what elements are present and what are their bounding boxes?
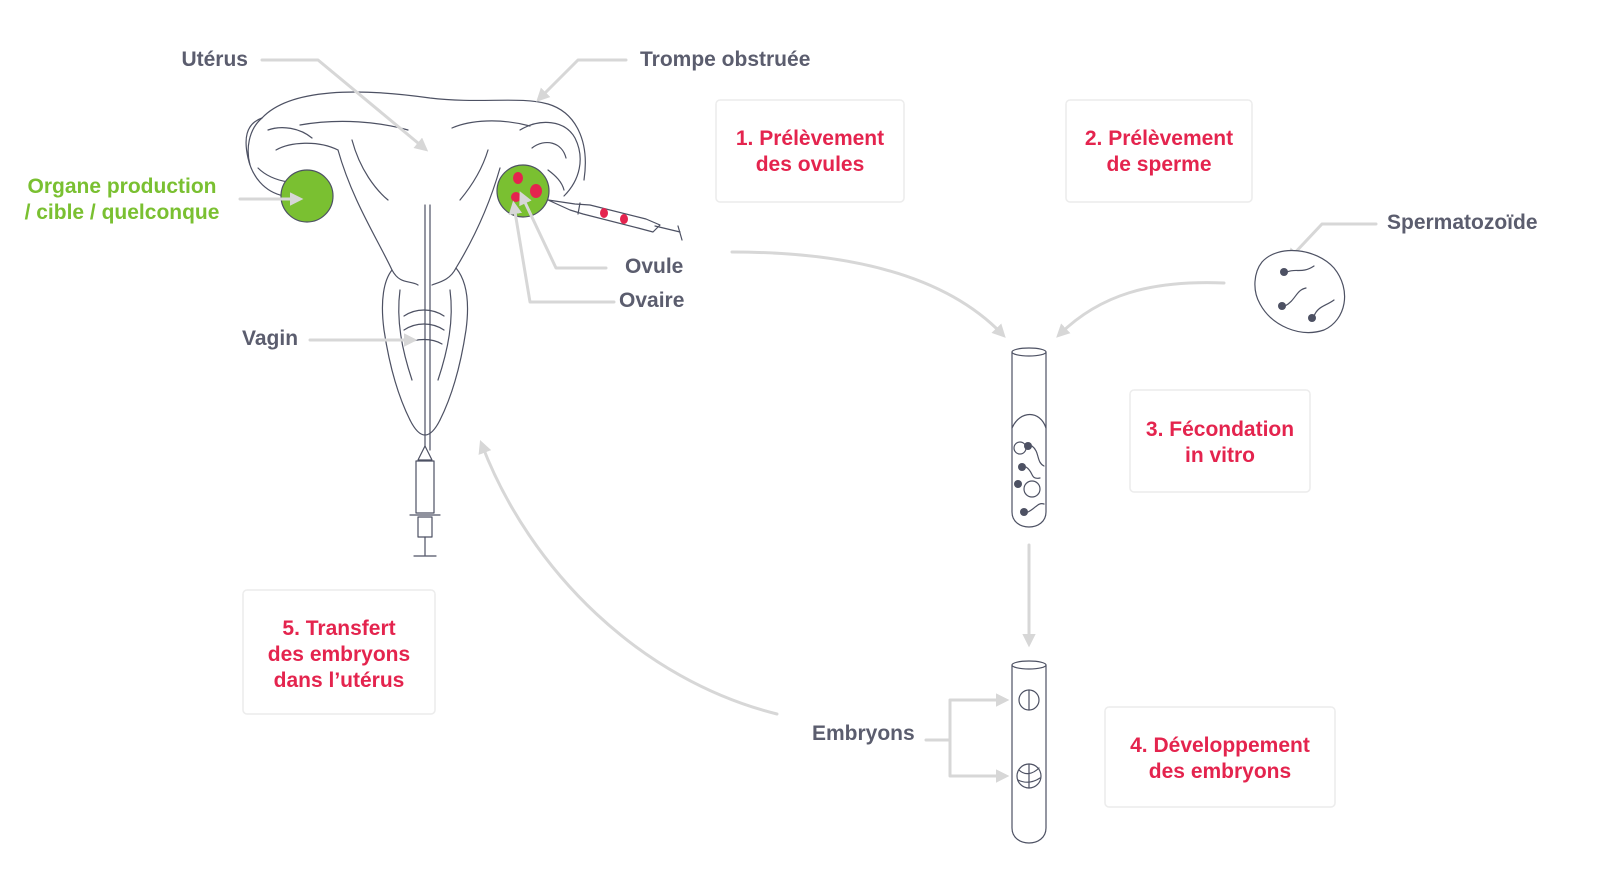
step-5-line1: 5. Transfert — [282, 617, 395, 640]
label-blocked-tube: Trompe obstruée — [640, 48, 810, 71]
step-5-line2: des embryons — [268, 643, 410, 666]
step-3-line1: 3. Fécondation — [1146, 418, 1294, 441]
step-4-line1: 4. Développement — [1130, 734, 1310, 757]
step-2-line1: 2. Prélèvement — [1085, 127, 1233, 150]
step-2-line2: de sperme — [1106, 153, 1211, 176]
label-target-organ-line2: / cible / quelconque — [25, 201, 220, 224]
fertilization-test-tube — [1011, 347, 1047, 528]
label-embryos: Embryons — [812, 722, 915, 745]
step-box-2 — [1065, 99, 1253, 203]
pointer-ovum — [519, 191, 608, 270]
pointer-blocked-tube — [536, 58, 628, 102]
label-ovary: Ovaire — [619, 289, 684, 312]
flow-arrow-sperm-to-tube — [1056, 281, 1226, 338]
step-4-line2: des embryons — [1149, 760, 1291, 783]
label-ovum: Ovule — [625, 255, 683, 278]
step-1-line1: 1. Prélèvement — [736, 127, 884, 150]
step-3-line2: in vitro — [1185, 444, 1255, 467]
label-spermatozoon: Spermatozoïde — [1387, 211, 1538, 234]
target-organ-ovary-left — [280, 169, 334, 223]
pointer-uterus — [260, 58, 429, 152]
ovum-dot — [530, 184, 542, 198]
pointer-spermatozoon — [1286, 222, 1378, 262]
flow-arrow-ovules-to-tube — [730, 250, 1006, 338]
step-box-4 — [1104, 706, 1336, 808]
flow-arrow-transfer-to-uterus — [478, 439, 779, 716]
step-box-3 — [1129, 389, 1311, 493]
pointer-embryos — [948, 738, 1010, 783]
ovum-dot — [513, 172, 523, 184]
pointer-embryos — [924, 693, 1010, 742]
sperm-sample — [1254, 249, 1346, 334]
pointer-ovary — [508, 200, 616, 304]
uterus-illustration — [245, 91, 586, 451]
label-vagina: Vagin — [242, 327, 298, 350]
label-uterus: Utérus — [181, 48, 248, 71]
egg-retrieval-needle — [547, 199, 683, 241]
step-box-1 — [715, 99, 905, 203]
step-5-line3: dans l’utérus — [274, 669, 405, 692]
embryo-test-tube — [1011, 660, 1047, 844]
ovum-dot — [511, 192, 521, 202]
embryo-transfer-syringe — [409, 445, 441, 557]
label-target-organ-line1: Organe production — [28, 175, 217, 198]
step-1-line2: des ovules — [756, 153, 865, 176]
step-box-5 — [242, 589, 436, 715]
